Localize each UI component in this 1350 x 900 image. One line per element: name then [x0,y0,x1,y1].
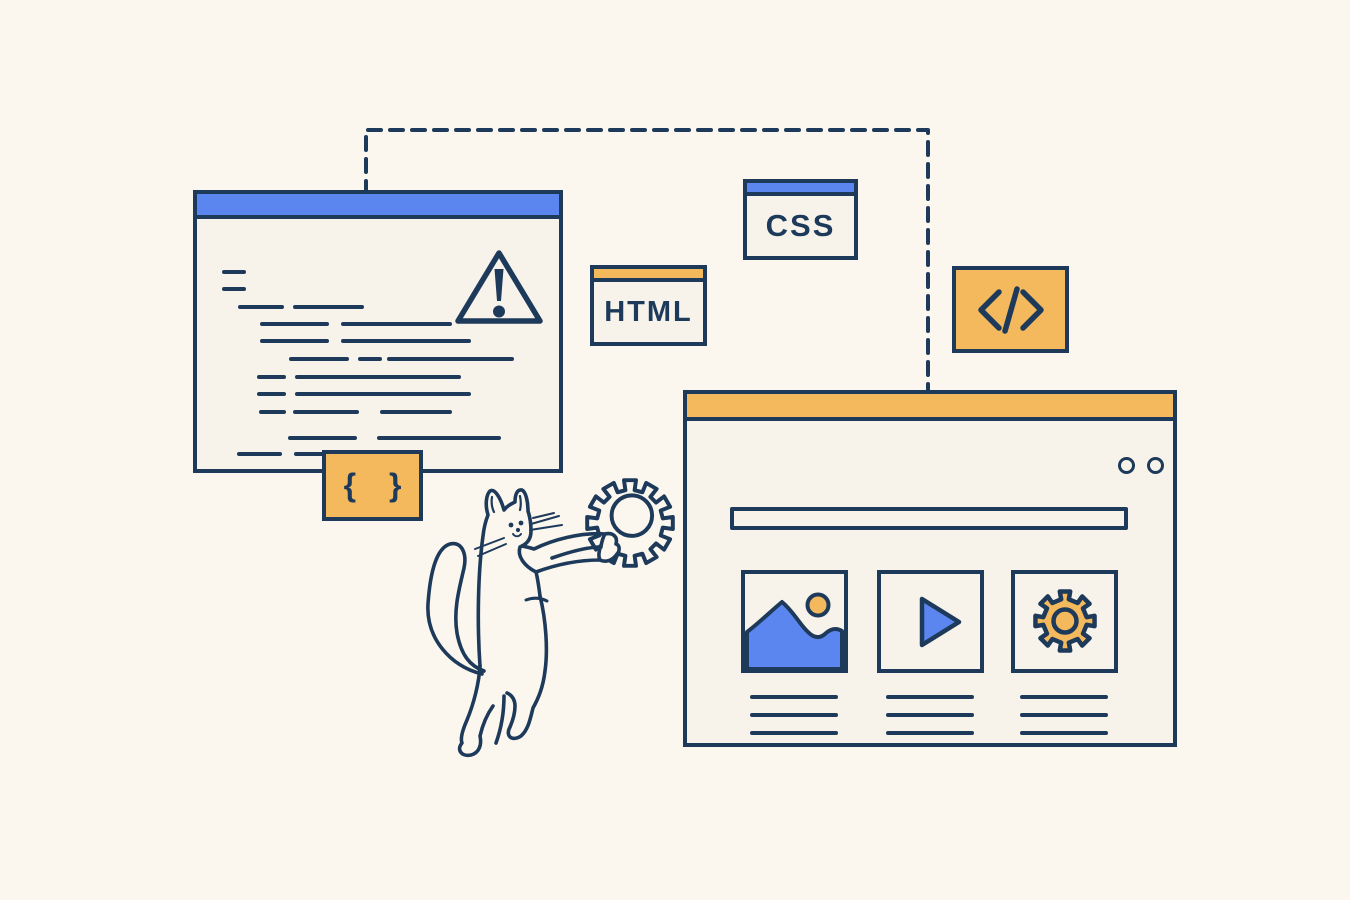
code-line [293,410,359,414]
card-text-line [886,731,974,735]
window-controls [1118,457,1164,474]
card-text-line [1020,695,1108,699]
address-bar [730,507,1128,530]
window-control-dot [1118,457,1135,474]
card-text-lines [750,695,838,749]
code-line [341,339,471,343]
browser-window [683,390,1177,747]
code-line [358,357,382,361]
html-tag-titlebar [594,269,703,282]
card-text-line [750,731,838,735]
cat-body [426,488,621,758]
code-line [257,392,286,396]
code-line [259,410,286,414]
code-tag-badge [952,266,1069,353]
card-text-line [1020,731,1108,735]
code-line [377,436,501,440]
code-line [341,322,452,326]
code-line [260,339,329,343]
card-text-line [750,695,838,699]
code-line [260,322,329,326]
code-editor-window [193,190,563,473]
play-icon [919,596,962,648]
card-text-line [886,713,974,717]
braces-badge: { } [322,450,423,521]
css-tag-titlebar [747,183,854,196]
browser-titlebar [687,394,1173,421]
code-line [238,305,284,309]
code-line [295,375,461,379]
code-line [257,375,286,379]
code-line [289,357,349,361]
image-icon [745,592,844,669]
image-card [741,570,848,673]
html-label: HTML [604,295,693,328]
warning-triangle-icon [455,250,543,324]
cat-mascot [426,478,675,758]
code-line [295,392,471,396]
code-line [222,287,246,291]
card-text-line [886,695,974,699]
code-line [293,305,364,309]
html-tag: HTML [590,265,707,346]
code-line [288,436,357,440]
gear-icon [1033,589,1097,653]
code-line [222,270,246,274]
code-line [387,357,514,361]
card-text-line [1020,713,1108,717]
settings-card [1011,570,1118,673]
code-line [222,469,245,473]
card-text-lines [886,695,974,749]
code-window-body [197,219,559,473]
window-control-dot [1147,457,1164,474]
browser-body [687,421,1173,743]
video-card [877,570,984,673]
code-window-titlebar [197,194,559,219]
css-label: CSS [765,208,836,243]
card-text-line [750,713,838,717]
code-line [237,452,282,456]
code-tag-icon [977,285,1044,334]
code-line [380,410,452,414]
css-tag: CSS [743,179,858,260]
card-text-lines [1020,695,1108,749]
braces-label: { } [343,467,414,503]
